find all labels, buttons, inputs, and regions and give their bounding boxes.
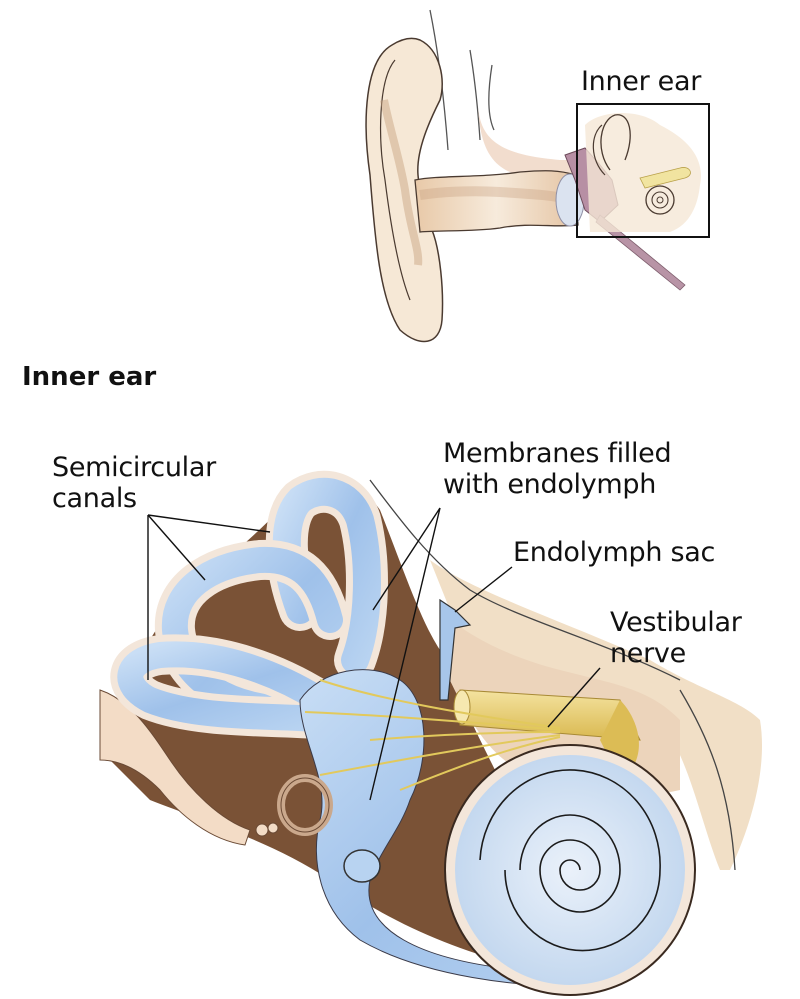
label-semicircular-canals: Semicircular canals <box>52 452 216 514</box>
inner-ear-detail <box>99 470 763 996</box>
label-vestibular-nerve: Vestibular nerve <box>610 607 742 669</box>
outer-ear-overview <box>365 9 710 343</box>
label-line: with endolymph <box>443 469 657 500</box>
label-line: Vestibular <box>610 607 742 638</box>
round-window <box>343 849 381 883</box>
label-line: Membranes filled <box>443 438 672 469</box>
label-line: nerve <box>610 638 686 669</box>
overview-inner-ear-label: Inner ear <box>581 66 702 97</box>
semicircular-canals <box>110 470 388 740</box>
section-title: Inner ear <box>22 362 157 392</box>
leader-lines <box>147 507 601 801</box>
endolymph-sac <box>439 598 472 701</box>
label-line: canals <box>52 483 137 514</box>
inner-ear-callout-box <box>576 103 710 238</box>
label-membranes: Membranes filled with endolymph <box>443 438 672 500</box>
label-line: Semicircular <box>52 452 216 483</box>
cochlea <box>444 744 696 996</box>
label-endolymph-sac: Endolymph sac <box>513 537 716 568</box>
